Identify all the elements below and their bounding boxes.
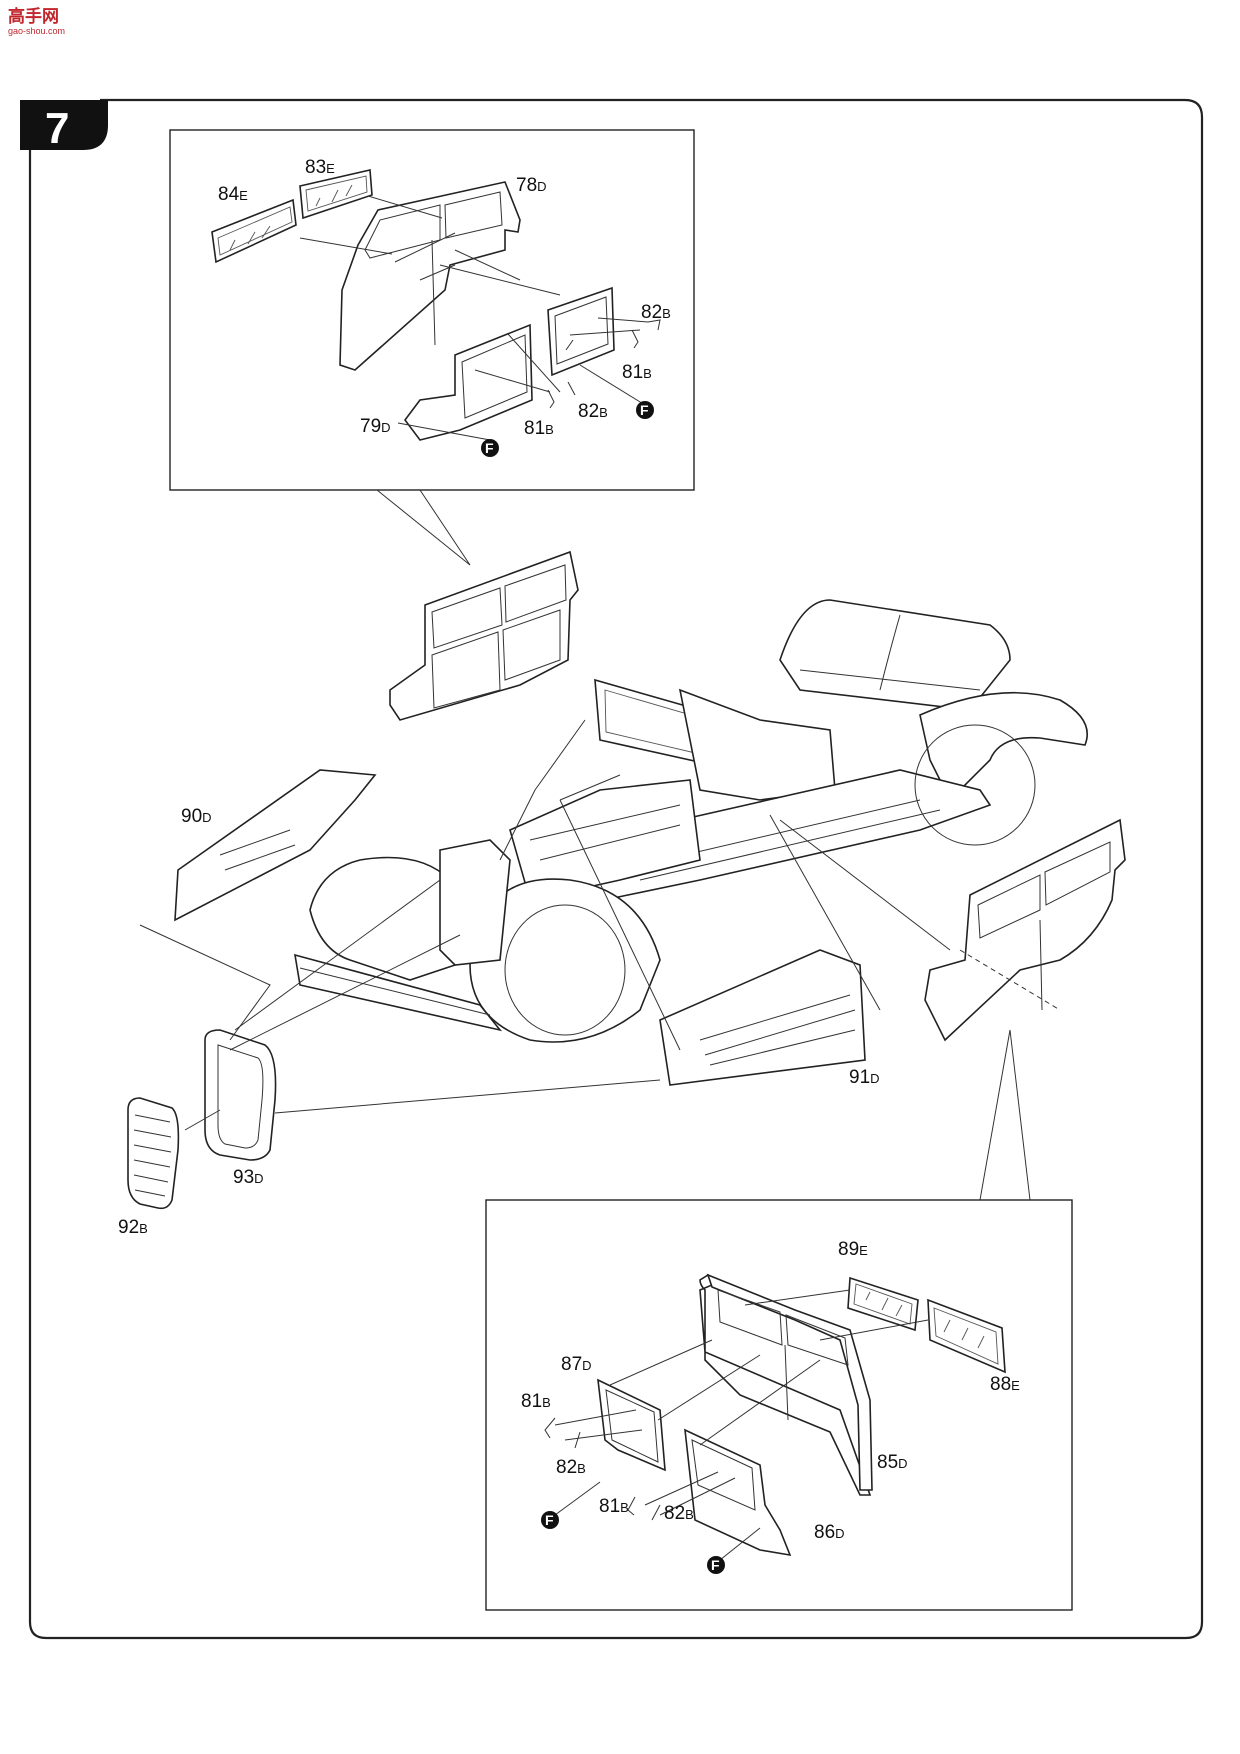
svg-text:82B: 82B [664, 1503, 694, 1524]
door-assembly-left [389, 550, 579, 721]
svg-text:90D: 90D [181, 806, 212, 827]
svg-text:83E: 83E [305, 157, 335, 178]
f-marker-1-letter: F [640, 402, 649, 418]
svg-text:81B: 81B [521, 1391, 551, 1412]
door-frame-85 [699, 1273, 873, 1496]
grille-92 [127, 1097, 180, 1210]
svg-text:81B: 81B [599, 1496, 629, 1517]
door-panel-rear [547, 286, 615, 377]
svg-text:85D: 85D [877, 1452, 908, 1473]
label-88e: 88E [990, 1374, 1020, 1395]
glass-84 [211, 198, 297, 264]
label-92b: 92B [118, 1217, 148, 1238]
label-83e: 83E [305, 157, 335, 178]
svg-text:92B: 92B [118, 1217, 148, 1238]
watermark-logo: 高手网 gao-shou.com [8, 6, 65, 36]
svg-text:高手网: 高手网 [8, 6, 59, 26]
door-handles-bottom [544, 1417, 661, 1521]
label-82b-a: 82B [641, 302, 671, 323]
label-86d: 86D [814, 1522, 845, 1543]
door-panel-87 [597, 1378, 666, 1472]
callout-line-top [376, 489, 471, 566]
svg-text:89E: 89E [838, 1239, 868, 1260]
svg-text:79D: 79D [360, 416, 391, 437]
label-82b-c: 82B [556, 1457, 586, 1478]
step-number: 7 [45, 104, 69, 153]
label-82b-b: 82B [578, 401, 608, 422]
f-marker-3 [541, 1511, 559, 1529]
label-81b-d: 81B [599, 1496, 629, 1517]
label-79d: 79D [360, 416, 391, 437]
svg-text:84E: 84E [218, 184, 248, 205]
f-marker-2-letter: F [485, 440, 494, 456]
door-panel-79 [404, 323, 533, 441]
f-marker-4 [707, 1556, 725, 1574]
door-panel-86 [684, 1428, 792, 1557]
svg-text:82B: 82B [641, 302, 671, 323]
svg-text:87D: 87D [561, 1354, 592, 1375]
detail-box-top [169, 129, 695, 491]
svg-text:81B: 81B [524, 418, 554, 439]
label-78d: 78D [516, 175, 547, 196]
svg-text:82B: 82B [556, 1457, 586, 1478]
car-chassis [294, 599, 1088, 1043]
glass-83 [299, 169, 373, 220]
svg-text:81B: 81B [622, 362, 652, 383]
f-marker-2 [481, 439, 499, 457]
label-82b-d: 82B [664, 1503, 694, 1524]
svg-text:93D: 93D [233, 1167, 264, 1188]
label-89e: 89E [838, 1239, 868, 1260]
label-85d: 85D [877, 1452, 908, 1473]
fender-90 [174, 769, 377, 922]
svg-text:78D: 78D [516, 175, 547, 196]
step-frame [28, 98, 1204, 1640]
glass-88 [927, 1298, 1006, 1374]
door-handles [547, 319, 661, 409]
glass-89 [847, 1276, 919, 1332]
f-marker-3-letter: F [545, 1512, 554, 1528]
svg-text:88E: 88E [990, 1374, 1020, 1395]
svg-text:gao-shou.com: gao-shou.com [8, 26, 65, 36]
label-81b-c: 81B [521, 1391, 551, 1412]
label-81b-a: 81B [622, 362, 652, 383]
svg-text:86D: 86D [814, 1522, 845, 1543]
svg-text:82B: 82B [578, 401, 608, 422]
svg-text:91D: 91D [849, 1067, 880, 1088]
f-marker-4-letter: F [711, 1557, 720, 1573]
fender-91 [659, 949, 866, 1086]
step-badge [20, 100, 108, 150]
label-93d: 93D [233, 1167, 264, 1188]
label-90d: 90D [181, 806, 212, 827]
door-assembly-right [924, 818, 1126, 1042]
detail-box-bottom [485, 1199, 1073, 1611]
radiator-shell-93 [204, 1029, 277, 1161]
label-91d: 91D [849, 1067, 880, 1088]
label-84e: 84E [218, 184, 248, 205]
label-87d: 87D [561, 1354, 592, 1375]
label-81b-b: 81B [524, 418, 554, 439]
f-marker-1 [636, 401, 654, 419]
